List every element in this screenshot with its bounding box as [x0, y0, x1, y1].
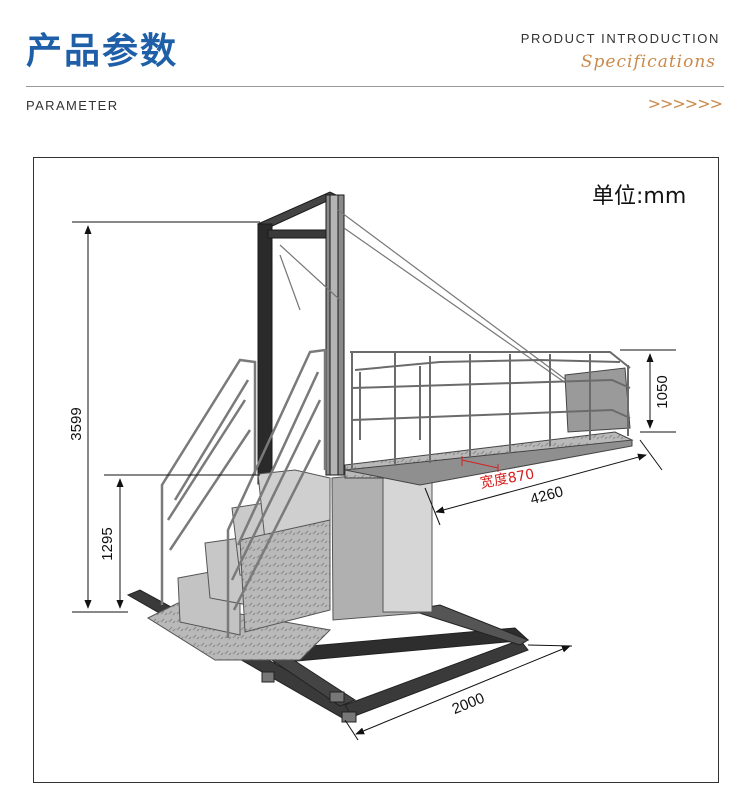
dimension-base-label: 2000 [450, 690, 487, 718]
product-introduction-label: PRODUCT INTRODUCTION [520, 31, 720, 46]
dimension-length-label: 4260 [529, 483, 566, 508]
dimension-railing-height [620, 349, 676, 433]
dimension-base [344, 644, 573, 741]
dimension-width [461, 456, 499, 472]
dimension-platform-height-label: 1295 [99, 527, 116, 560]
parameter-label: PARAMETER [26, 98, 119, 113]
dimension-total-height [72, 221, 260, 613]
unit-label: 单位:mm [592, 184, 687, 209]
platform-bridge [344, 367, 634, 486]
dimension-platform-height [104, 474, 260, 609]
dimension-total-height-label: 3599 [68, 407, 85, 440]
platform-railing [350, 351, 631, 470]
stair-handrails [160, 348, 327, 638]
dimension-length [424, 439, 663, 526]
diagram-frame [33, 157, 719, 783]
header-divider [26, 86, 724, 87]
chevron-decoration-icon: >>>>>> [647, 94, 723, 113]
dimension-railing-height-label: 1050 [654, 375, 671, 408]
lift-housing [331, 469, 433, 621]
lift-tower [256, 191, 345, 485]
page-title: 产品参数 [26, 31, 179, 72]
specifications-script: Specifications [580, 52, 716, 72]
